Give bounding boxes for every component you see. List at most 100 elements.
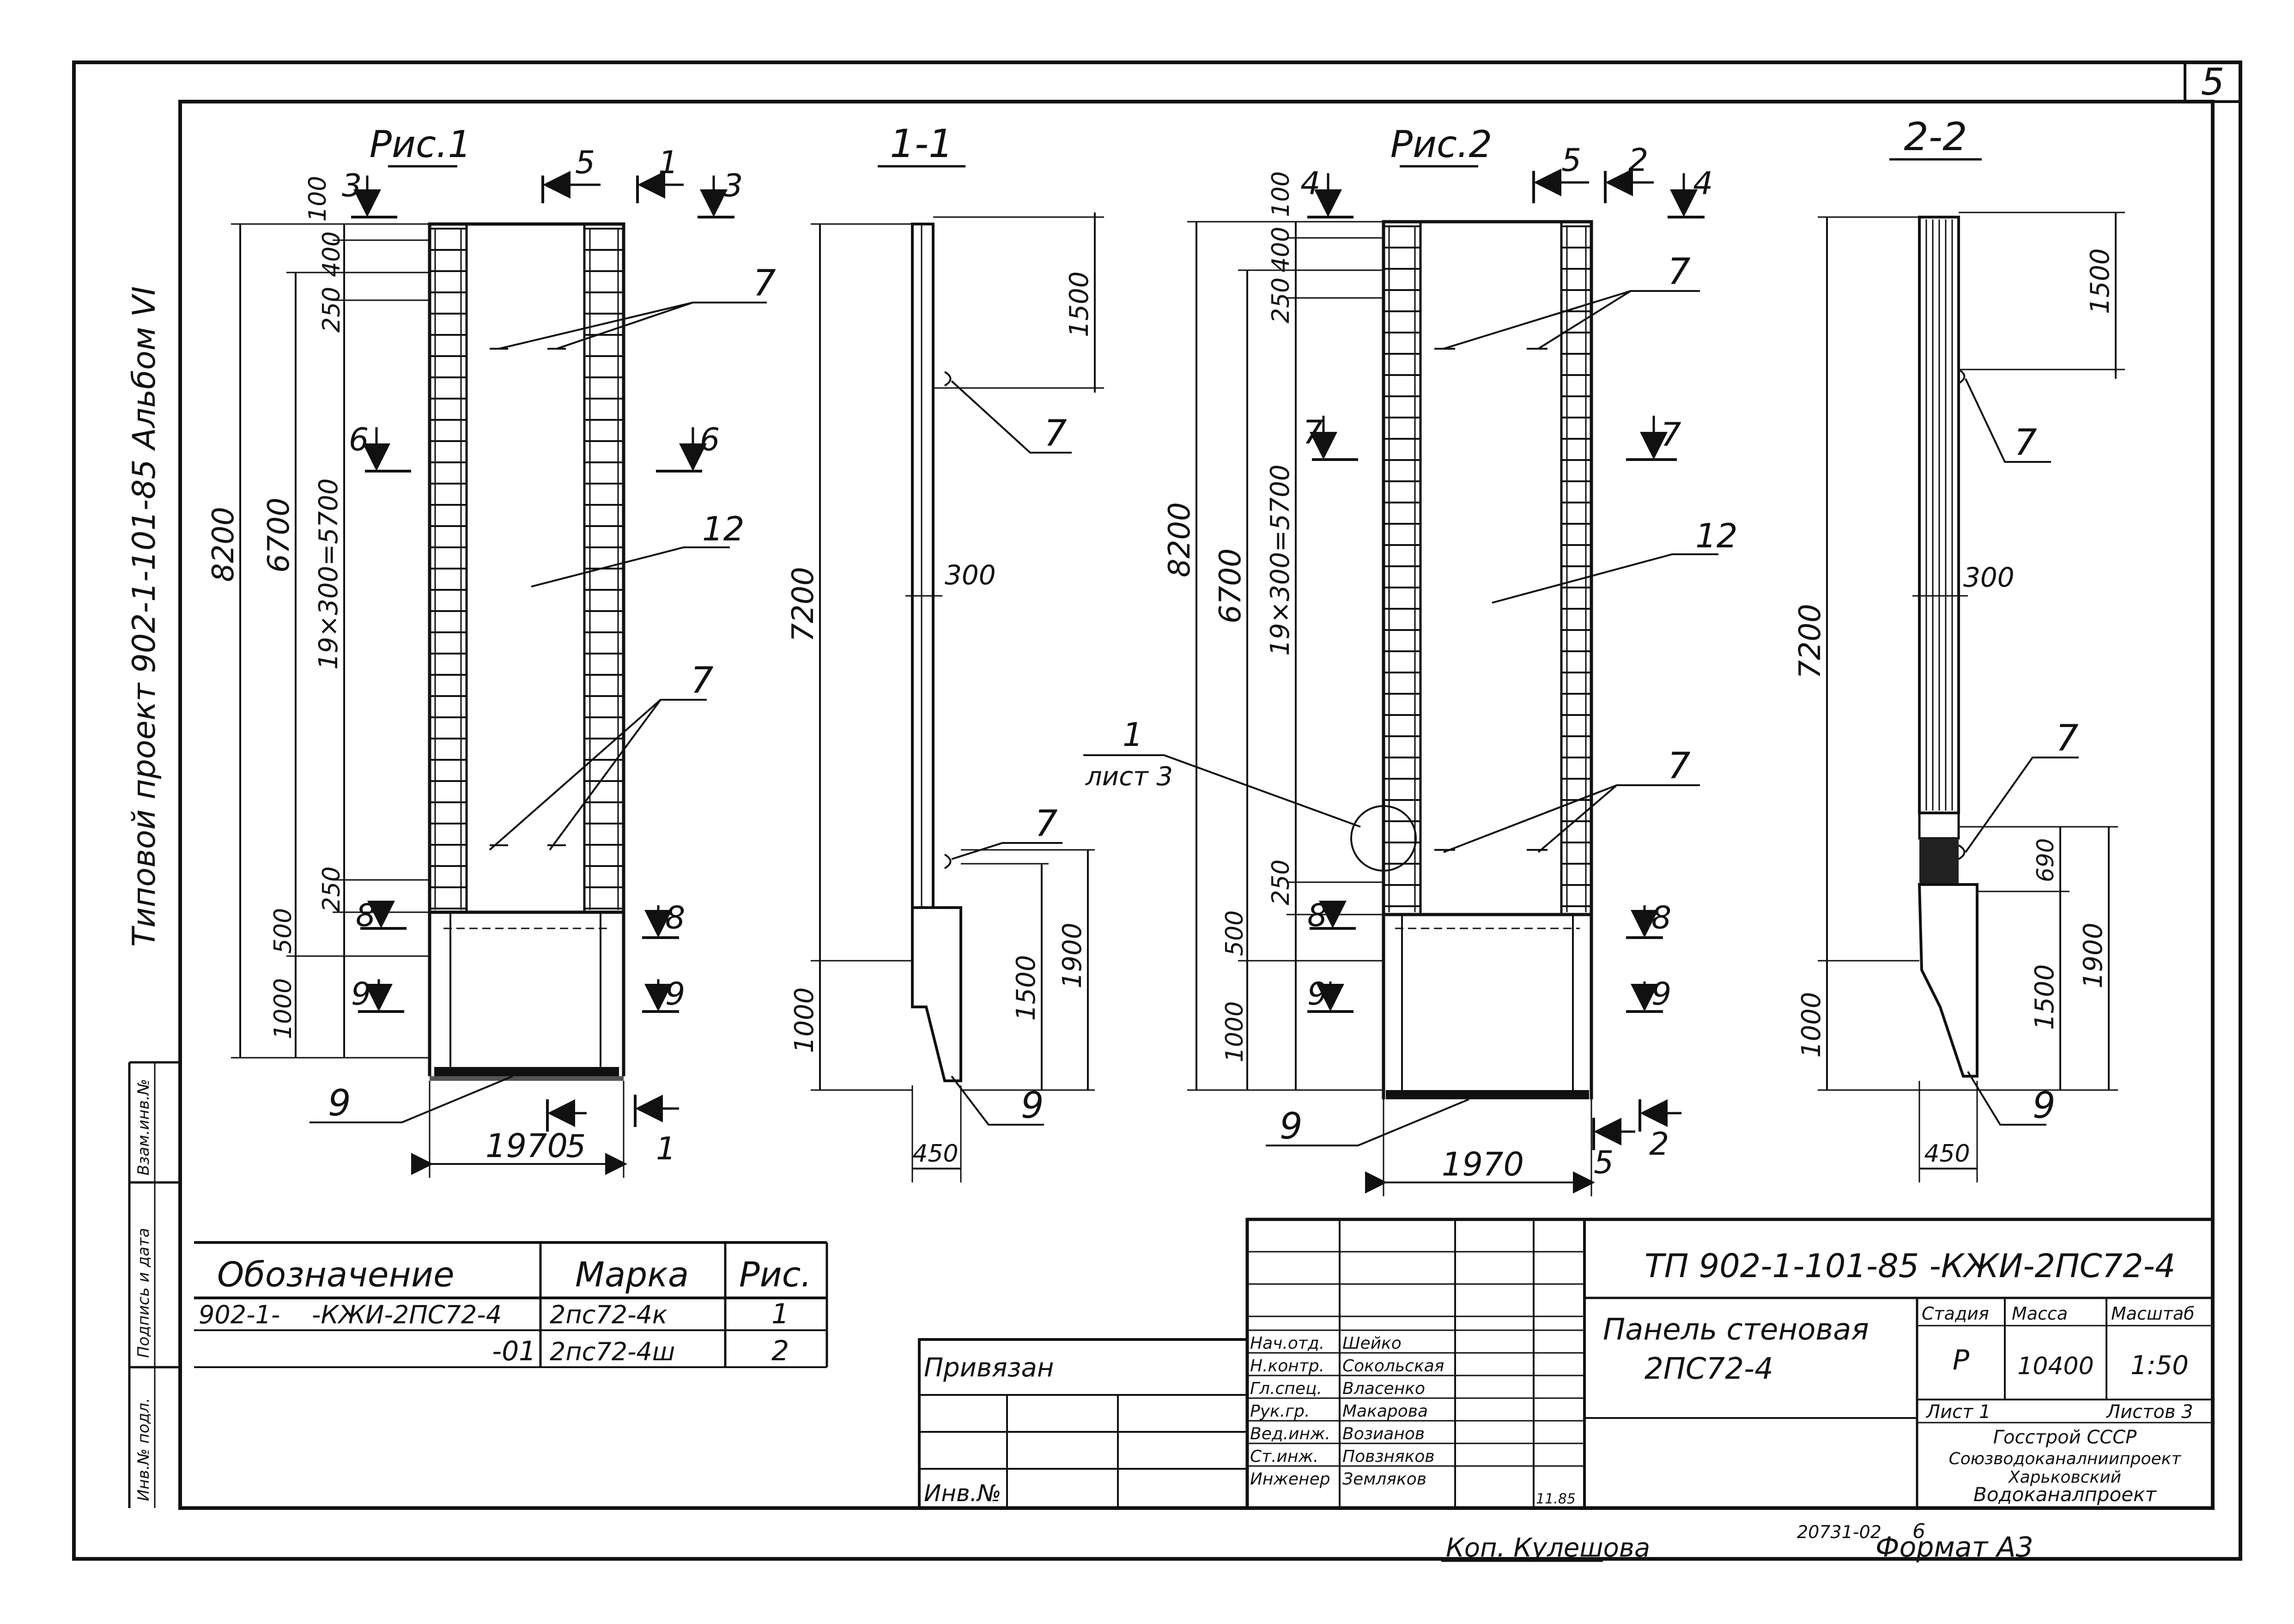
fig2-title: Рис.2	[1390, 123, 1493, 166]
fig2-view: Рис.2 7 7 12 9 1970	[1163, 123, 1738, 1196]
tb-name-line1: Панель стеновая	[1603, 1313, 1869, 1347]
fig2-dim-1000: 1000	[1221, 1001, 1249, 1062]
fig2-cut-4-left: 4	[1300, 165, 1320, 202]
fig2-cut-7-left: 7	[1303, 413, 1323, 451]
sec11-ref-num: 1	[1123, 716, 1143, 754]
fig1-dim-8200: 8200	[206, 507, 241, 582]
tb-sheets: Листов 3	[2106, 1401, 2193, 1423]
tb-org-1: Госстрой СССР	[1993, 1427, 2137, 1448]
sec22-dim-1000: 1000	[1796, 992, 1827, 1058]
sec22-mark-9: 9	[2033, 1085, 2056, 1127]
sec22-dim-1500-top: 1500	[2085, 248, 2115, 314]
fig2-dim-100: 100	[1267, 171, 1295, 217]
fig1-dim-6700: 6700	[262, 497, 296, 573]
fig2-cut-8-left: 8	[1307, 897, 1327, 934]
tb-code: ТП 902-1-101-85 -КЖИ-2ПС72-4	[1645, 1247, 2175, 1285]
sec22-dim-1900: 1900	[2078, 922, 2108, 988]
title-block: ТП 902-1-101-85 -КЖИ-2ПС72-4 Панель стен…	[1245, 1218, 2215, 1510]
binding-box: Привязан Инв.№	[918, 1338, 1249, 1509]
sec11-mark-9: 9	[1021, 1085, 1044, 1127]
sec11-title: 1-1	[890, 121, 953, 166]
sec22-title: 2-2	[1904, 114, 1967, 159]
section-1-1: 1-1 7 7 9 7200 1500 300 1500 1900 1000	[786, 121, 1361, 1182]
sec22-dim-690: 690	[2032, 838, 2059, 882]
spec-header-fig: Рис.	[739, 1255, 812, 1295]
fig1-cut-1-bottom: 1	[656, 1131, 676, 1167]
spec-row1-mark: 2пс72-4к	[550, 1300, 668, 1329]
fig2-cut-8-right: 8	[1651, 900, 1671, 936]
fig2-dim-250: 250	[1267, 278, 1295, 323]
fig1-cut-5-top: 5	[575, 145, 595, 181]
spec-header-mark: Марка	[575, 1255, 689, 1295]
fig1-cut-6-left: 6	[349, 422, 369, 458]
fig2-dim-400: 400	[1267, 227, 1295, 273]
fig1-cut-5-bottom: 5	[566, 1128, 586, 1165]
spec-row2-mark: 2пс72-4ш	[550, 1337, 675, 1366]
fig1-cut-9-left: 9	[351, 976, 371, 1012]
spec-row2-fig: 2	[771, 1335, 789, 1367]
fig2-cut-2-top: 2	[1628, 142, 1648, 179]
strip-label-sign: Подпись и дата	[134, 1228, 153, 1358]
fig2-cut-5-bottom: 5	[1594, 1145, 1614, 1181]
fig2-cut-5-top: 5	[1561, 142, 1581, 179]
sec11-dim-7200: 7200	[786, 567, 820, 642]
staff-name: Власенко	[1342, 1379, 1425, 1398]
fig2-mark-7-bottom: 7	[1668, 745, 1691, 787]
page-number: 5	[2201, 61, 2225, 103]
tb-org-4: Водоканалпроект	[1973, 1483, 2157, 1506]
sec11-mark-7b: 7	[1035, 803, 1058, 845]
fig1-cut-3-left: 3	[342, 168, 362, 204]
fig1-dim-100: 100	[304, 176, 332, 222]
binding-inv-label: Инв.№	[924, 1480, 1001, 1507]
tb-org-2: Союзводоканалниипроект	[1949, 1449, 2182, 1468]
fig2-cut-9-right: 9	[1651, 976, 1671, 1012]
binding-label: Привязан	[924, 1353, 1054, 1383]
spec-row1-designation: 902-1- -КЖИ-2ПС72-4	[199, 1300, 502, 1329]
sec11-ref-sheet: лист 3	[1085, 762, 1173, 792]
fig2-cut-7-right: 7	[1661, 416, 1681, 454]
fig2-cut-9-left: 9	[1307, 976, 1327, 1012]
staff-name: Шейко	[1342, 1334, 1402, 1353]
fig2-dim-8200: 8200	[1163, 502, 1197, 577]
order-suffix: 6	[1912, 1520, 1925, 1543]
sec22-dim-7200: 7200	[1793, 604, 1827, 679]
spec-table: Обозначение Марка Рис. 902-1- -КЖИ-2ПС72…	[194, 1241, 828, 1368]
format-label: Формат А3	[1875, 1531, 2033, 1563]
sec22-dim-1500-bot: 1500	[2030, 964, 2060, 1030]
fig1-cut-9-right: 9	[665, 976, 685, 1012]
tb-org-3: Харьковский	[2008, 1468, 2121, 1487]
fig2-dim-6700: 6700	[1214, 548, 1248, 624]
left-strip	[128, 1061, 180, 1508]
staff-name: Возианов	[1342, 1424, 1425, 1443]
fig1-dim-250: 250	[318, 287, 346, 333]
fig2-cut-4-right: 4	[1693, 165, 1713, 202]
fig1-mark-7-bottom: 7	[691, 660, 714, 702]
fig1-dim-5700: 19×300=5700	[314, 478, 344, 670]
tb-stage: Р	[1953, 1344, 1970, 1376]
staff-name: Макарова	[1342, 1402, 1428, 1421]
sec11-mark-7a: 7	[1044, 413, 1067, 454]
fig1-dim-1000: 1000	[269, 978, 297, 1039]
tb-name-line2: 2ПС72-4	[1645, 1352, 1773, 1386]
staff-role: Гл.спец.	[1250, 1379, 1322, 1398]
staff-role: Н.контр.	[1250, 1357, 1324, 1376]
strip-label-inv: Инв.№ подл.	[134, 1398, 153, 1501]
staff-name: Сокольская	[1342, 1357, 1444, 1376]
fig2-width: 1970	[1442, 1145, 1524, 1183]
fig2-dim-250b: 250	[1267, 860, 1295, 905]
sec11-dim-1500-top: 1500	[1064, 271, 1094, 337]
fig2-mark-9: 9	[1280, 1106, 1303, 1147]
section-2-2: 2-2 7 7 9 7200 1000 1500 300 690 1900	[1793, 114, 2125, 1182]
sec11-dim-1000: 1000	[789, 987, 819, 1053]
fig1-cut-6-right: 6	[700, 422, 720, 458]
sec22-dim-450: 450	[1924, 1140, 1970, 1168]
fig1-dim-250b: 250	[318, 867, 346, 912]
staff-role: Инженер	[1250, 1470, 1330, 1489]
fig1-mark-9: 9	[328, 1083, 351, 1124]
fig1-cut-8-left: 8	[356, 897, 376, 934]
fig1-cut-8-right: 8	[665, 900, 685, 936]
spec-row2-designation: -01	[492, 1335, 536, 1367]
spec-row1-fig: 1	[771, 1298, 789, 1330]
fig1-view: Рис.1 7 7 12 9 1970	[206, 123, 776, 1178]
fig2-dim-500: 500	[1221, 910, 1249, 956]
